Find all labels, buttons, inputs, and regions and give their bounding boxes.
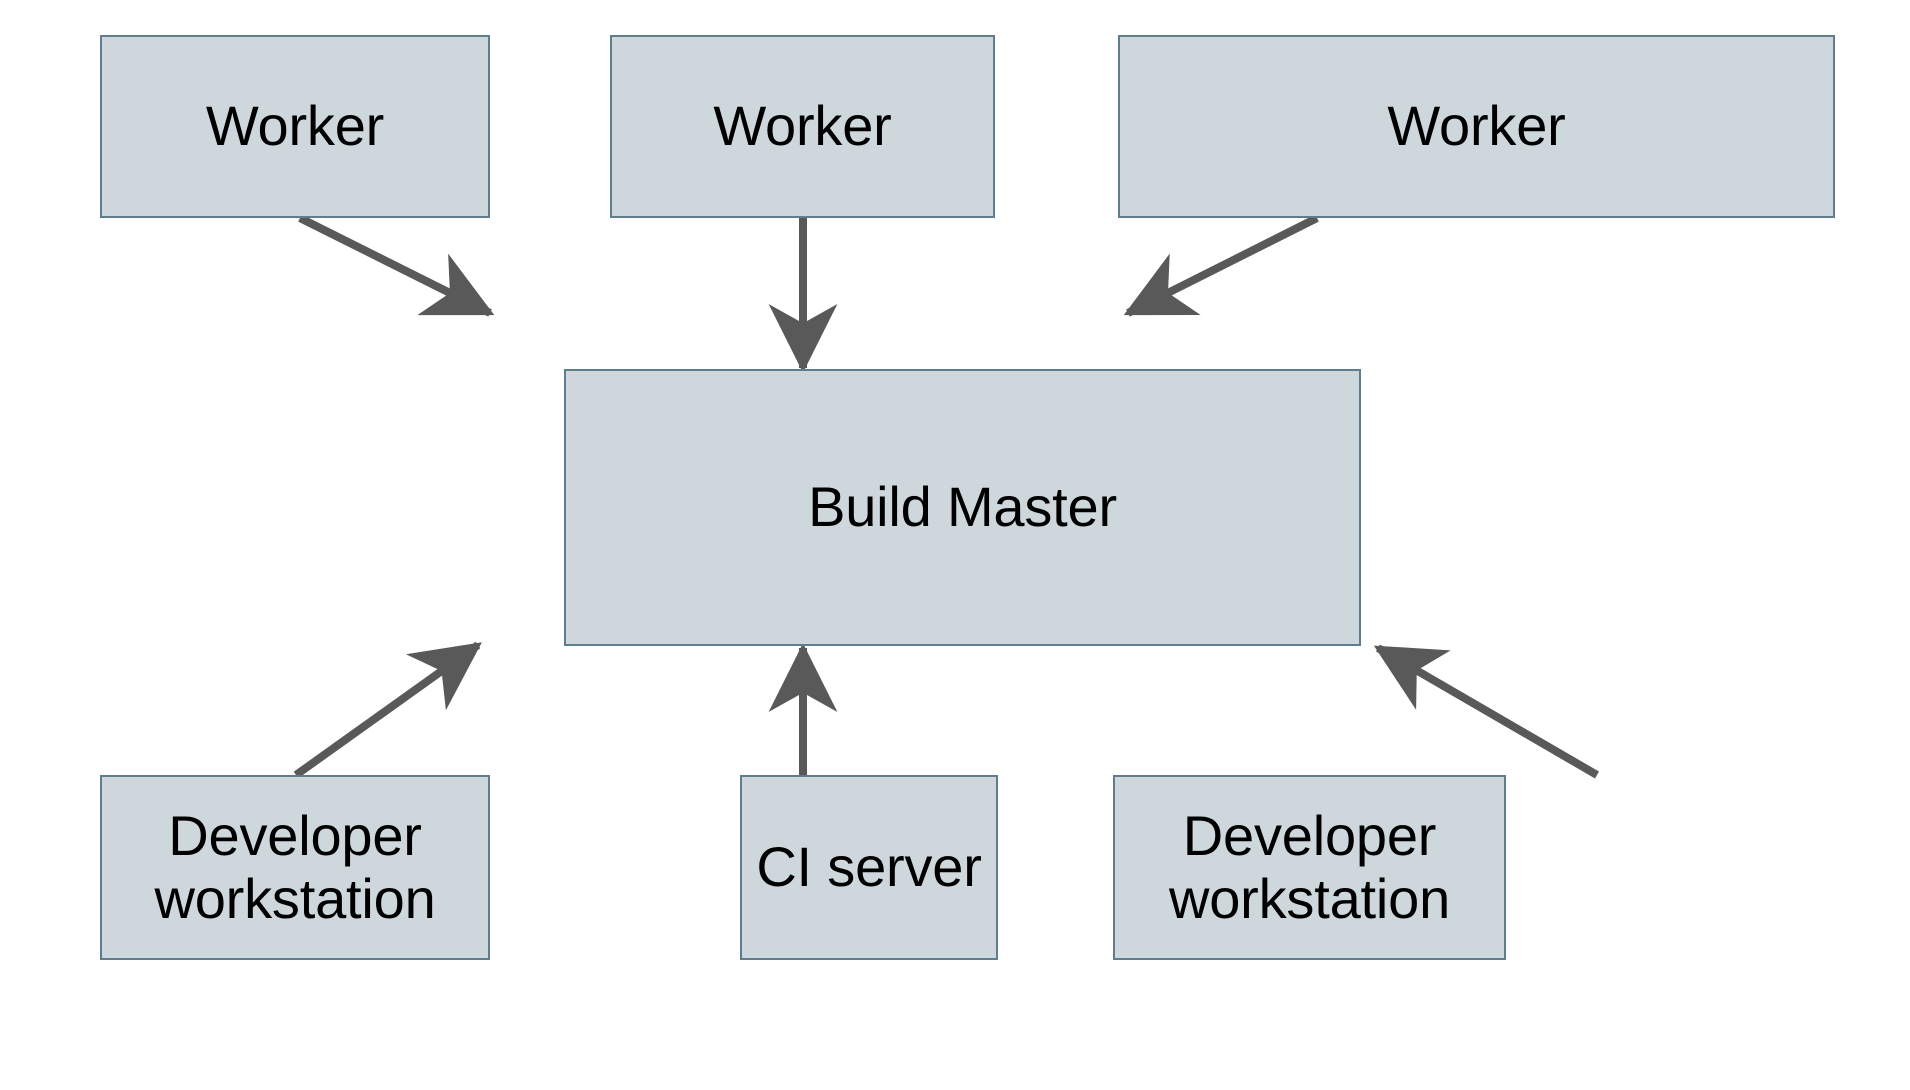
node-worker-right-label: Worker bbox=[1387, 94, 1566, 158]
edge-dev-right-to-master bbox=[1373, 644, 1600, 779]
edge-worker-left-to-master bbox=[298, 214, 495, 317]
node-worker-left[interactable]: Worker bbox=[100, 35, 490, 218]
node-worker-center-label: Worker bbox=[713, 94, 892, 158]
node-developer-workstation-right-label: Developer workstation bbox=[1168, 803, 1451, 930]
node-ci-server-label: CI server bbox=[756, 835, 982, 899]
node-build-master[interactable]: Build Master bbox=[564, 369, 1361, 646]
node-developer-workstation-right[interactable]: Developer workstation bbox=[1113, 775, 1506, 960]
edge-dev-left-to-master bbox=[293, 641, 482, 779]
node-developer-workstation-left[interactable]: Developer workstation bbox=[100, 775, 490, 960]
edge-worker-right-to-master bbox=[1123, 214, 1319, 317]
node-ci-server[interactable]: CI server bbox=[740, 775, 998, 960]
node-build-master-label: Build Master bbox=[808, 475, 1117, 539]
node-developer-workstation-left-label: Developer workstation bbox=[154, 803, 436, 930]
node-worker-center[interactable]: Worker bbox=[610, 35, 995, 218]
node-worker-right[interactable]: Worker bbox=[1118, 35, 1835, 218]
node-worker-left-label: Worker bbox=[205, 94, 385, 158]
